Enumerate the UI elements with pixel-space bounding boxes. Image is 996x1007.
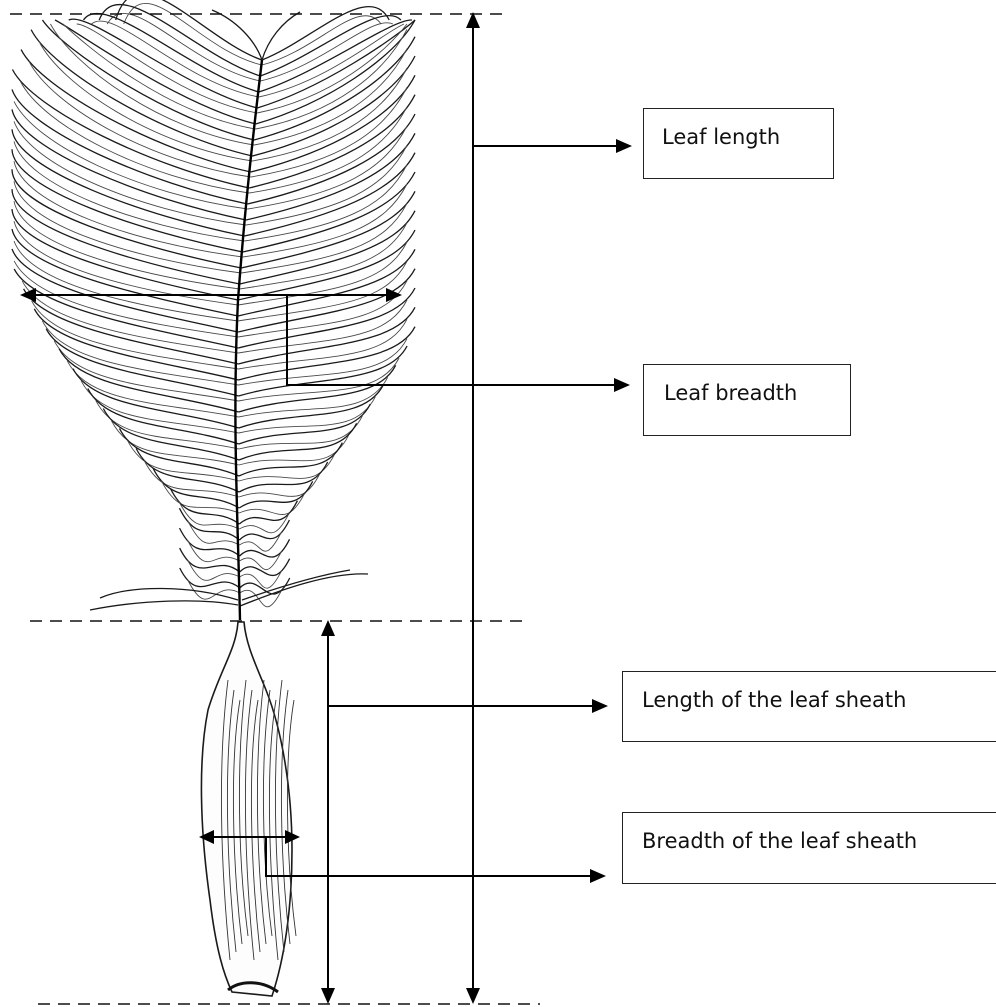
leaflet-left-vein xyxy=(77,24,257,113)
leaflet-right-vein xyxy=(238,339,407,385)
leaflet-left-vein xyxy=(14,121,246,225)
leaflet-left-vein xyxy=(107,13,260,81)
leaflet-left xyxy=(179,508,239,540)
leaflet-right xyxy=(246,133,415,220)
leaf-length-label: Leaf length xyxy=(643,108,834,179)
leaflet-right xyxy=(239,443,342,476)
leaflet-right xyxy=(239,520,289,540)
leaflet-right-vein xyxy=(239,455,334,481)
sheath-breadth-label: Breadth of the leaf sheath xyxy=(622,812,996,884)
leaflet-left xyxy=(99,5,260,76)
leaflet-left xyxy=(180,568,240,588)
leaflet-left-vein xyxy=(14,261,238,337)
basal-leaflet xyxy=(100,588,238,600)
leaflet-right xyxy=(239,365,396,412)
leaflet-left xyxy=(12,129,244,236)
palm-leaf-illustration xyxy=(12,0,415,996)
sheath-length-connector xyxy=(328,699,608,713)
leaflet-left xyxy=(180,548,240,572)
leaflet-right xyxy=(257,20,415,108)
sheath-length-arrow xyxy=(321,620,335,1004)
leaflet-right xyxy=(238,307,415,364)
leaflet-left xyxy=(55,20,256,124)
basal-leaflet xyxy=(242,570,350,600)
leaflet-right xyxy=(256,20,415,124)
leaflet-left-vein xyxy=(144,460,239,497)
leaf-breadth-label: Leaf breadth xyxy=(643,364,851,436)
leaflet-left-vein xyxy=(20,82,249,193)
leaflet-left-vein xyxy=(63,24,256,129)
leaflet-right-vein xyxy=(239,513,289,533)
leaf-tip-right xyxy=(262,12,300,60)
basal-leaflet xyxy=(90,601,238,610)
leaf-sheath xyxy=(201,622,292,996)
sheath-breadth-connector xyxy=(266,837,606,883)
leaflet-right xyxy=(240,559,290,576)
leaflet-right-vein xyxy=(240,571,282,589)
leaflet-right-vein xyxy=(238,281,407,337)
leaflet-right-vein xyxy=(240,551,282,569)
leaf-breadth-connector xyxy=(287,295,630,392)
leaflet-left-vein xyxy=(14,161,243,257)
basal-leaflet xyxy=(240,574,368,606)
leaflet-left-vein xyxy=(124,3,262,65)
leaflet-right xyxy=(238,249,415,316)
leaflet-left-vein xyxy=(14,141,244,241)
sheath-length-label: Length of the leaf sheath xyxy=(622,671,996,742)
leaflet-right xyxy=(251,75,415,172)
leaflet-right-vein xyxy=(239,358,399,401)
leaflet-left xyxy=(12,209,238,300)
leaflet-right xyxy=(239,423,357,460)
leaflet-right xyxy=(240,578,290,594)
leaflet-left-vein xyxy=(50,24,254,145)
leaflet-left xyxy=(42,20,254,140)
leaflet-left-vein xyxy=(187,520,239,545)
leaflet-left-vein xyxy=(39,42,252,161)
leaf-breadth-arrow xyxy=(20,288,402,302)
leaflet-right xyxy=(244,153,415,236)
leaf-tip xyxy=(212,10,262,60)
leaflet-left-vein xyxy=(32,301,239,369)
leaf-length-arrow xyxy=(466,12,480,1004)
leaflet-left xyxy=(12,149,243,252)
leaflet-left-vein xyxy=(188,560,240,580)
leaf-length-connector xyxy=(473,139,632,153)
leaflets xyxy=(12,0,415,610)
